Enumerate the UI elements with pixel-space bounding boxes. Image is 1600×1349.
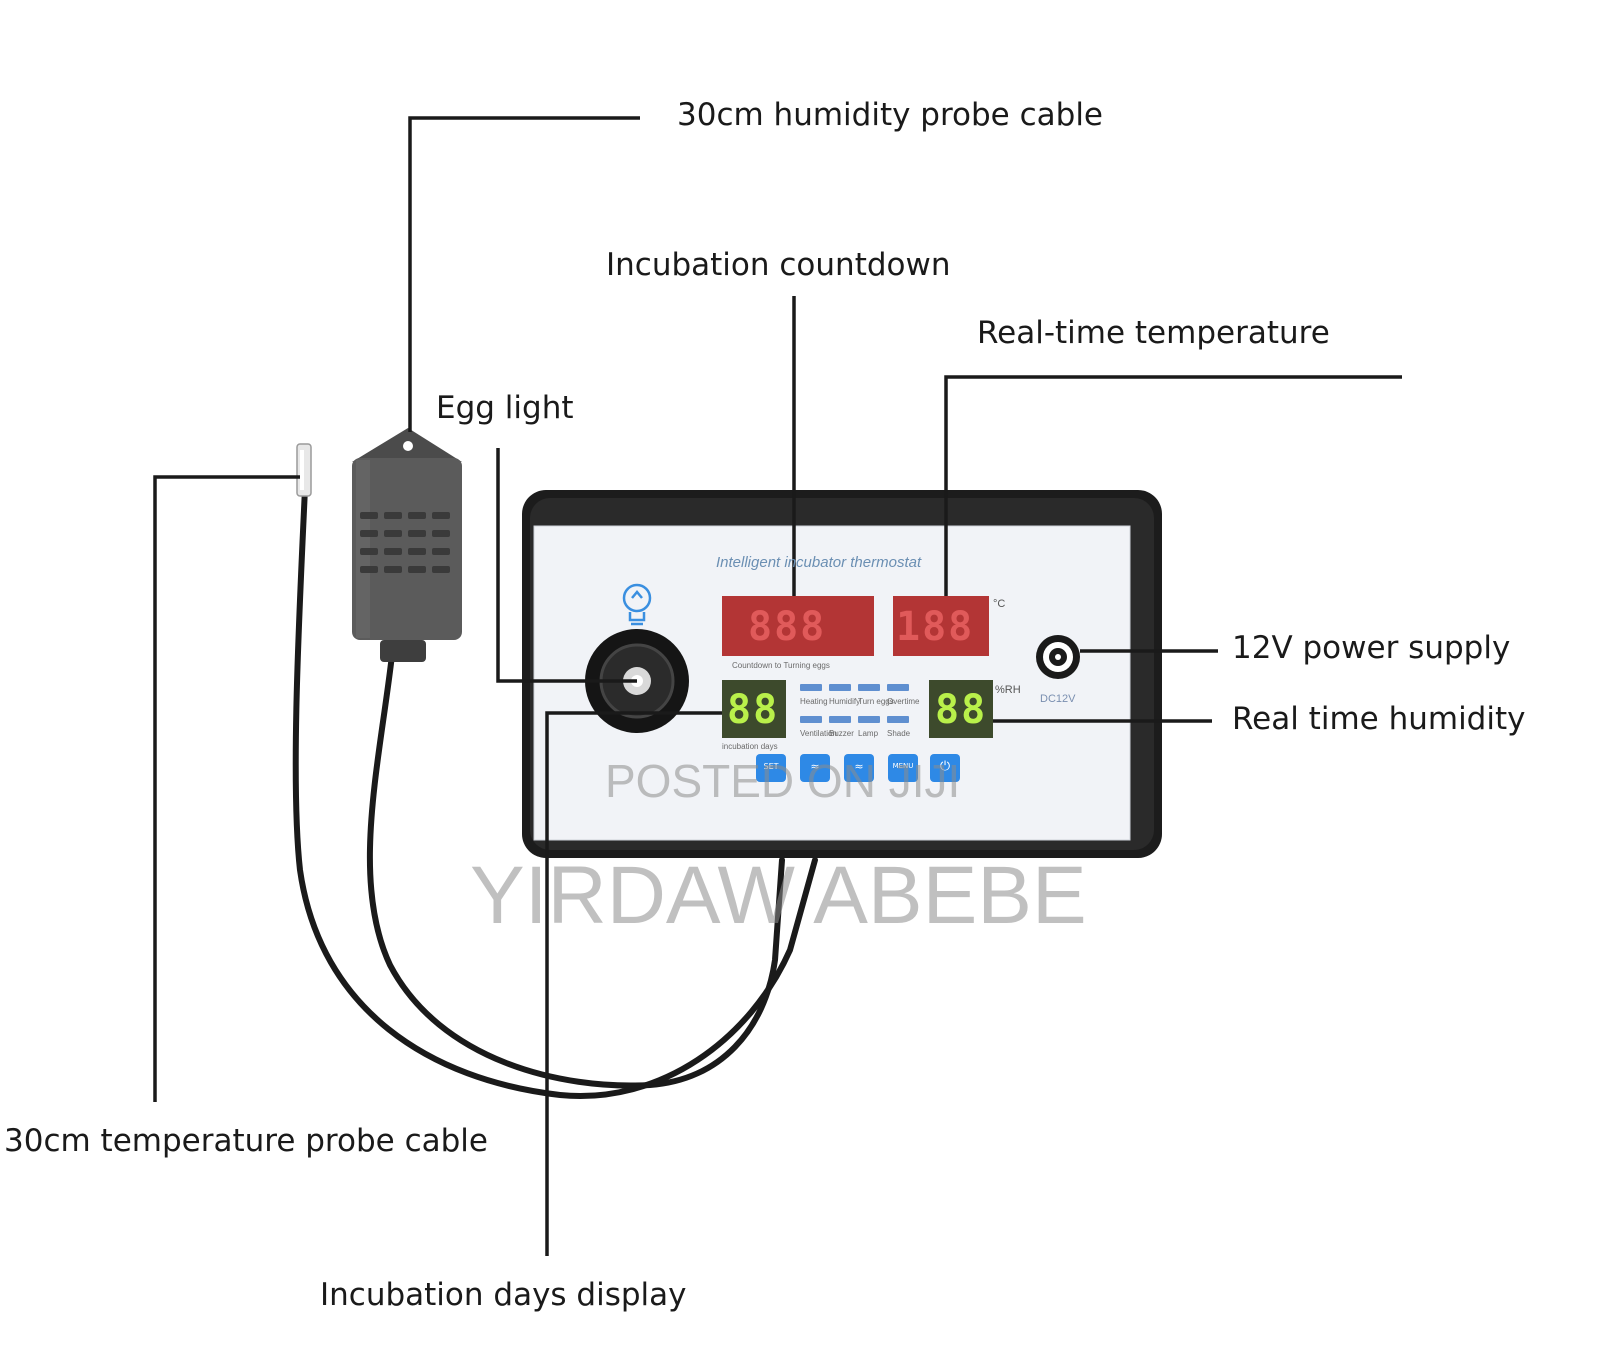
temperature-probe-tip bbox=[296, 443, 312, 497]
status-indicators bbox=[800, 684, 909, 723]
temperature-display: 188 bbox=[896, 604, 975, 650]
humidity-unit: %RH bbox=[995, 684, 1021, 696]
days-window bbox=[722, 680, 786, 738]
countdown-display: 888 bbox=[748, 604, 827, 650]
callout-real-time-temperature: Real-time temperature bbox=[977, 315, 1330, 351]
indicator-shade-label: Shade bbox=[887, 729, 911, 738]
indicator-ventilation-label: Ventilation bbox=[800, 729, 837, 738]
control-buttons bbox=[756, 754, 960, 782]
up-button-glyph: ≈ bbox=[810, 760, 820, 773]
humidity-probe-wire bbox=[366, 652, 785, 1089]
leader-egg-light bbox=[496, 448, 637, 683]
humidity-display: 88 bbox=[935, 687, 988, 733]
callout-humidity-probe-cable: 30cm humidity probe cable bbox=[677, 97, 1104, 133]
power-jack bbox=[1036, 635, 1080, 679]
watermark-seller: YIRDAW ABEBE bbox=[470, 850, 1087, 941]
controller-housing bbox=[522, 490, 1162, 858]
temperature-probe-wire bbox=[292, 485, 818, 1099]
days-display: 88 bbox=[727, 687, 780, 733]
indicator-turn-eggs-label: Turn eggs bbox=[858, 697, 894, 706]
leader-humidity-probe bbox=[408, 116, 640, 432]
countdown-window bbox=[722, 596, 874, 656]
indicator-heating-label: Heating bbox=[800, 697, 828, 706]
indicator-humidify-label: Humidify bbox=[829, 697, 861, 706]
callout-real-time-humidity: Real time humidity bbox=[1232, 701, 1526, 737]
indicator-overtime-label: Overtime bbox=[887, 697, 920, 706]
callout-temperature-probe-cable: 30cm temperature probe cable bbox=[4, 1123, 488, 1159]
indicator-buzzer-label: Buzzer bbox=[829, 729, 854, 738]
leader-days bbox=[545, 711, 722, 1256]
probe-cables bbox=[292, 485, 818, 1099]
temperature-unit: °C bbox=[993, 598, 1006, 610]
countdown-label: Countdown to Turning eggs bbox=[732, 661, 830, 670]
days-label: incubation days bbox=[722, 742, 778, 751]
down-button-glyph: ≈ bbox=[854, 760, 864, 773]
leader-lines bbox=[153, 116, 1402, 1256]
light-bulb-icon bbox=[622, 583, 652, 626]
panel-title: Intelligent incubator thermostat bbox=[716, 554, 922, 571]
callout-power-supply: 12V power supply bbox=[1232, 630, 1511, 666]
callout-incubation-days-display: Incubation days display bbox=[320, 1277, 687, 1313]
power-button-icon: ⏻ bbox=[939, 759, 951, 774]
humidity-window bbox=[929, 680, 993, 738]
indicator-lamp-label: Lamp bbox=[858, 729, 879, 738]
power-label: DC12V bbox=[1040, 693, 1076, 705]
set-button-glyph: SET bbox=[763, 762, 779, 771]
leader-temperature bbox=[944, 375, 1402, 596]
temperature-window bbox=[893, 596, 989, 656]
callout-incubation-countdown: Incubation countdown bbox=[606, 247, 951, 283]
watermark-posted: POSTED ON JIJI bbox=[605, 755, 961, 807]
menu-button-glyph: MENU bbox=[892, 762, 914, 770]
humidity-probe bbox=[352, 428, 462, 662]
callout-egg-light: Egg light bbox=[436, 390, 574, 426]
leader-temperature-probe bbox=[153, 475, 300, 1102]
